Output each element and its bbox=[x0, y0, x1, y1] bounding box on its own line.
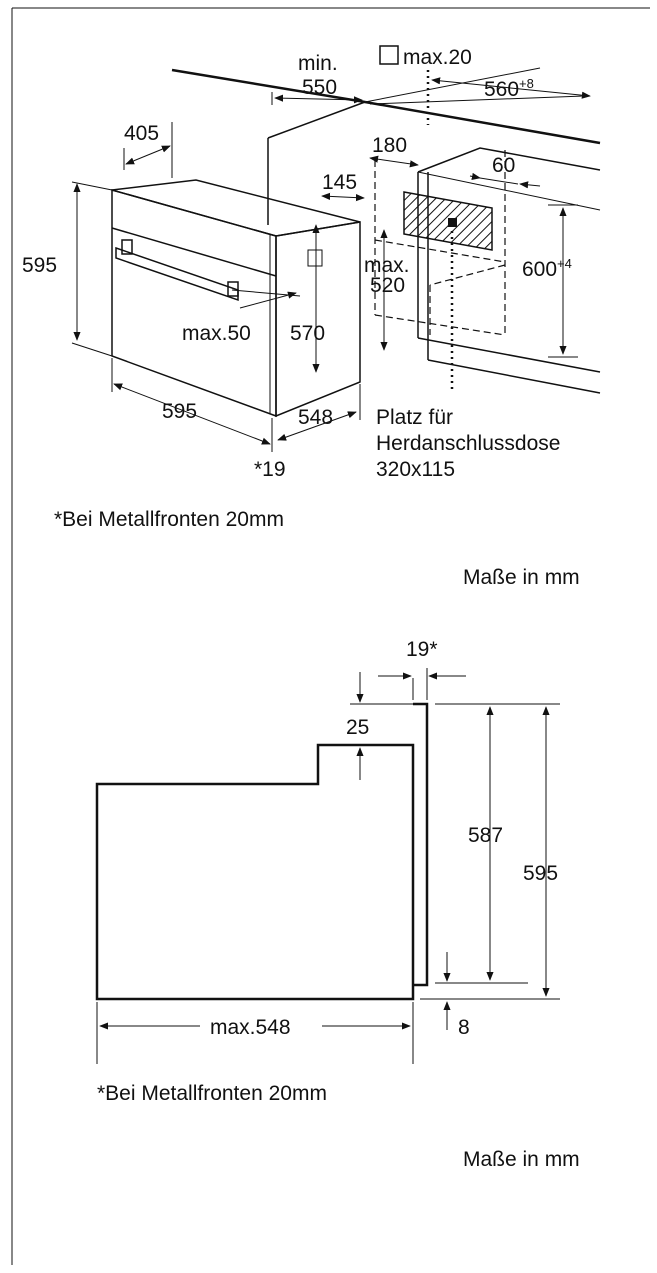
label-180: 180 bbox=[372, 134, 407, 157]
label-145: 145 bbox=[322, 171, 357, 194]
dim-405-line bbox=[125, 145, 171, 165]
label-max520-b: 520 bbox=[370, 274, 405, 297]
cabinet-floor bbox=[417, 337, 601, 373]
label-max548: max.548 bbox=[210, 1016, 291, 1039]
dim-max50-arrow bbox=[239, 291, 297, 309]
ext-560-base bbox=[369, 95, 585, 105]
dim-60-arrow-right bbox=[519, 181, 541, 189]
cabinet-top-right bbox=[417, 147, 601, 173]
dim-60-line bbox=[479, 177, 519, 185]
oven-door-profile bbox=[413, 702, 429, 987]
worktop-edge bbox=[364, 100, 601, 145]
footnote-top: *Bei Metallfronten 20mm bbox=[54, 508, 284, 531]
oven-handle-icon bbox=[115, 246, 239, 302]
ext-595-top bbox=[71, 181, 113, 191]
label-60: 60 bbox=[492, 154, 515, 177]
label-587: 587 bbox=[468, 824, 503, 847]
hidden-floor bbox=[374, 314, 506, 336]
side-view: 19* 25 587 595 max.548 8 bbox=[95, 638, 560, 1064]
label-19: *19 bbox=[254, 458, 286, 481]
hidden-shelf-front bbox=[429, 264, 506, 286]
label-548: 548 bbox=[298, 406, 333, 429]
label-min: min. bbox=[298, 52, 338, 75]
handle-bracket-right bbox=[227, 281, 239, 297]
label-595-left: 595 bbox=[22, 254, 57, 277]
label-max20: max.20 bbox=[403, 46, 472, 69]
socket-center-mark bbox=[448, 218, 457, 227]
units-top: Maße in mm bbox=[463, 566, 580, 589]
units-bottom: Maße in mm bbox=[463, 1148, 580, 1171]
label-405: 405 bbox=[124, 122, 159, 145]
isometric-view: min. 550 max.20 560+8 405 180 60 145 595… bbox=[22, 45, 601, 481]
dim-548-line bbox=[277, 411, 357, 441]
socket-label-line3: 320x115 bbox=[376, 458, 455, 481]
dim-560-line bbox=[431, 77, 591, 99]
label-max50: max.50 bbox=[182, 322, 251, 345]
label-19-side: 19* bbox=[406, 638, 438, 661]
dim-145-line bbox=[321, 192, 365, 202]
dim-60-arrow-left bbox=[469, 172, 481, 180]
label-560: 560+8 bbox=[484, 76, 534, 101]
footnote-bottom: *Bei Metallfronten 20mm bbox=[97, 1082, 327, 1105]
label-595-bottom: 595 bbox=[162, 400, 197, 423]
label-max520-a: max. bbox=[364, 254, 410, 277]
oven-side bbox=[275, 221, 361, 418]
handle-bracket-left bbox=[121, 239, 133, 255]
label-8: 8 bbox=[458, 1016, 470, 1039]
oven-side-profile bbox=[95, 743, 415, 1001]
plinth-bottom bbox=[427, 359, 601, 394]
cabinet-inner-top bbox=[417, 171, 601, 211]
niche-top-left bbox=[267, 101, 366, 139]
label-550: 550 bbox=[302, 76, 337, 99]
label-25: 25 bbox=[346, 716, 369, 739]
label-600: 600+4 bbox=[522, 256, 572, 281]
dim-180-line bbox=[369, 155, 419, 168]
label-595-side: 595 bbox=[523, 862, 558, 885]
label-570: 570 bbox=[290, 322, 325, 345]
oven-front bbox=[111, 189, 277, 418]
socket-label-line1: Platz für bbox=[376, 406, 453, 429]
ext-595-bottom bbox=[71, 342, 113, 357]
oven-door-top bbox=[111, 227, 277, 277]
socket-label-line2: Herdanschlussdose bbox=[376, 432, 560, 455]
dim-550-line bbox=[274, 94, 363, 104]
oven-vent bbox=[307, 249, 323, 267]
dim-595-bottom-line bbox=[113, 383, 271, 445]
square-symbol-icon bbox=[379, 45, 399, 65]
